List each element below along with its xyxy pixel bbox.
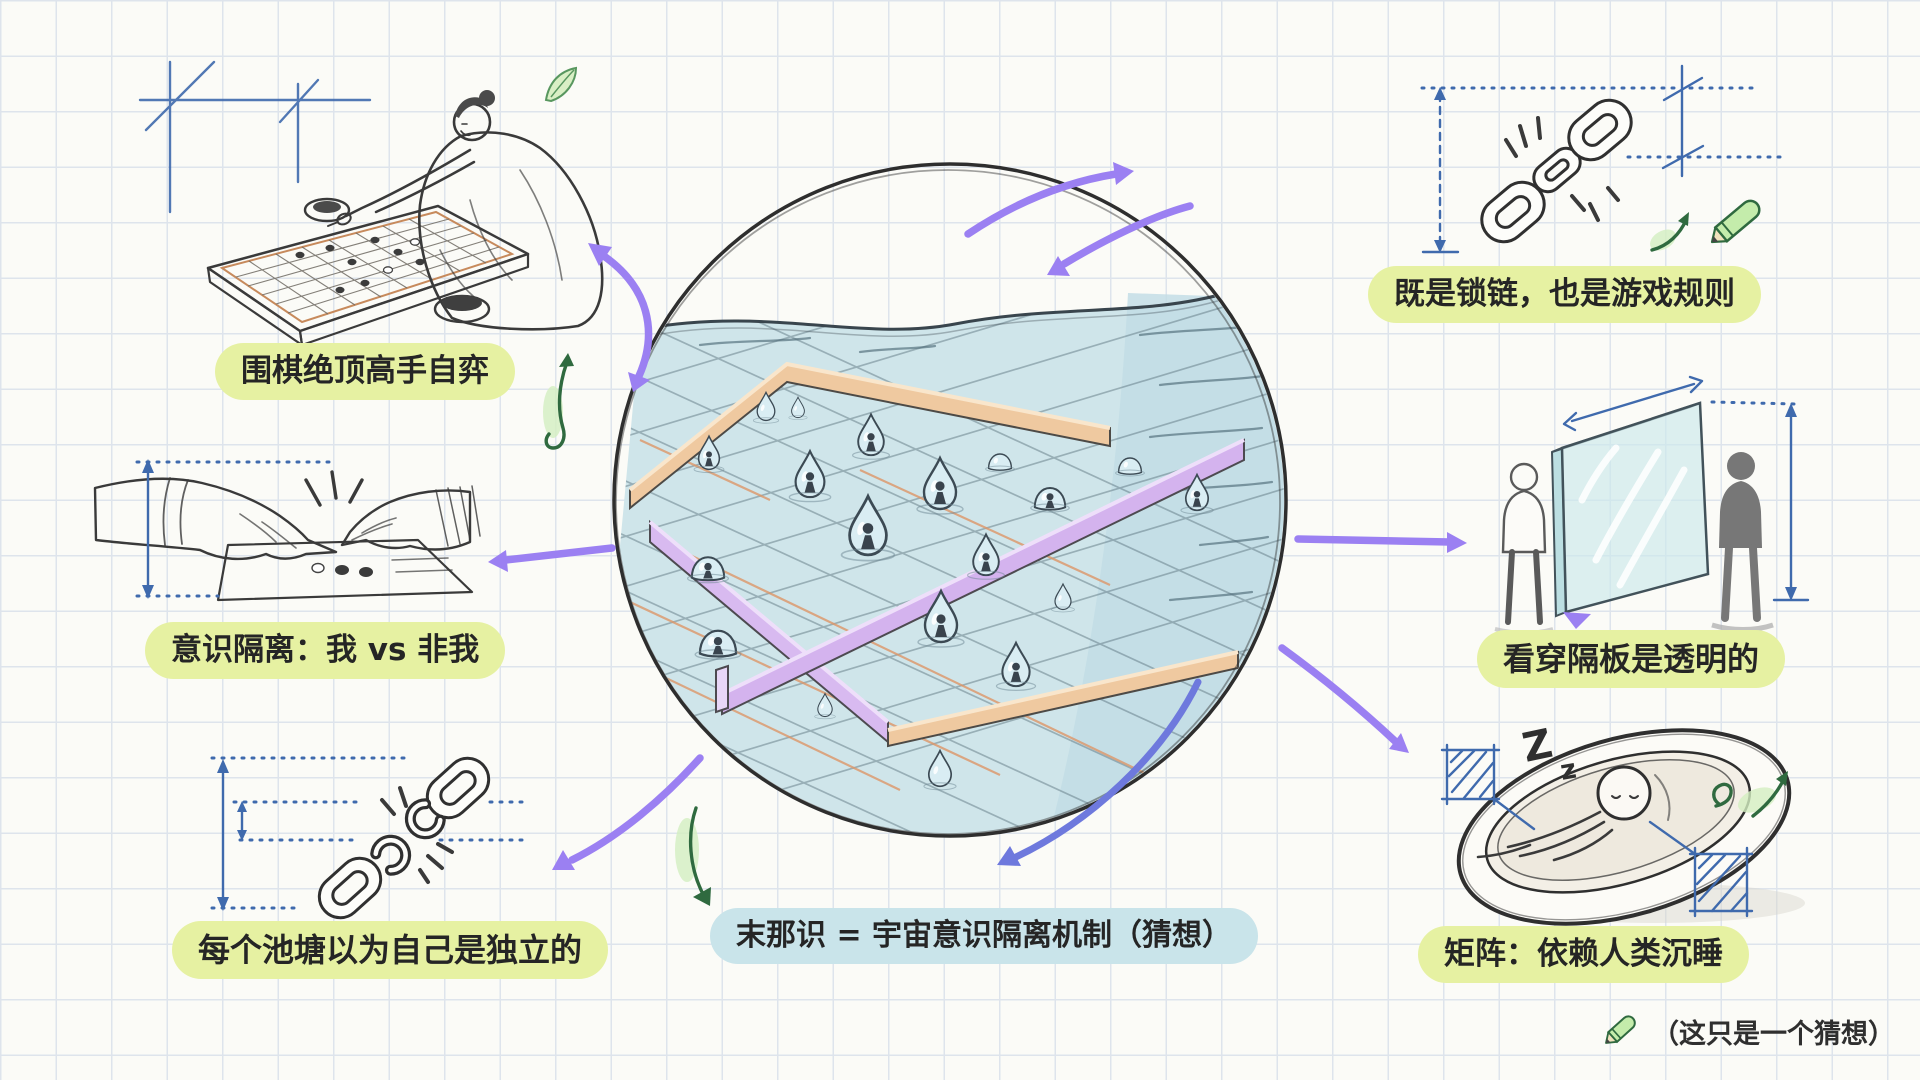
leaf-icon xyxy=(544,66,578,103)
purple-arrow-top-right-return xyxy=(1060,202,1194,268)
spark-lines xyxy=(304,470,364,507)
person-right-head xyxy=(1727,452,1755,480)
go-stones xyxy=(295,236,425,294)
purple-arrow-bottom-left xyxy=(568,754,704,864)
purple-arrow-bottom-right xyxy=(1278,644,1400,746)
dimension-lines-glass xyxy=(1562,375,1810,602)
arm xyxy=(344,148,476,218)
broken-chain-sketch xyxy=(317,756,491,920)
person-left-head xyxy=(1509,462,1539,492)
dimension-lines-chain xyxy=(1420,64,1784,254)
break-sparks xyxy=(380,786,454,884)
dimension-lines-hands xyxy=(135,459,336,599)
blueprint-marks-top-left xyxy=(138,60,372,214)
purple-arrow-mid-right xyxy=(1294,535,1454,546)
waterline xyxy=(641,290,1231,331)
arrows xyxy=(488,162,1467,870)
green-curl-arrow-top-left xyxy=(544,360,569,450)
green-arrow-to-center-label xyxy=(688,806,706,898)
footnote: （这只是一个猜想） xyxy=(1600,1012,1895,1051)
sleeper-head xyxy=(1596,765,1652,821)
label-glass-transparent: 看穿隔板是透明的 xyxy=(1477,630,1786,688)
left-hand xyxy=(93,477,338,561)
broken-link-end xyxy=(370,834,412,876)
chain-sparks xyxy=(1504,116,1620,222)
footnote-text: （这只是一个猜想） xyxy=(1652,1019,1895,1050)
sleep-z-small: z xyxy=(1558,754,1579,787)
pond-circle xyxy=(612,162,1288,838)
hands-sketch xyxy=(93,470,481,602)
broken-link-end xyxy=(404,798,446,840)
label-isolation: 意识隔离：我 vs 非我 xyxy=(145,622,506,679)
person-left-body xyxy=(1501,489,1547,554)
glass-panel-sketch xyxy=(1494,401,1774,635)
sleep-pod-sketch: Z z xyxy=(1456,721,1805,926)
sleeper-body xyxy=(1476,810,1614,862)
right-hand xyxy=(340,489,472,551)
label-chain-rules: 既是锁链，也是游戏规则 xyxy=(1368,266,1761,323)
purple-arrow-mid-left xyxy=(502,544,616,564)
label-pond-independent: 每个池塘以为自己是独立的 xyxy=(172,921,609,979)
arrow-down-marker xyxy=(1563,612,1591,629)
hair-bun xyxy=(479,90,495,106)
go-board-grid xyxy=(235,218,500,315)
pond-circle-outline xyxy=(612,162,1288,838)
pencil-icon xyxy=(1710,199,1761,244)
closed-eyes xyxy=(1611,795,1639,799)
label-go-master: 围棋绝顶高手自弈 xyxy=(215,343,515,400)
dimension-lines-broken-chain xyxy=(210,756,526,911)
purple-arrow-top-left xyxy=(597,250,653,380)
pencil-icon xyxy=(1605,1014,1636,1044)
robe xyxy=(418,131,604,331)
indigo-arrow-bottom xyxy=(1010,678,1202,862)
label-center-hypothesis: 末那识 = 宇宙意识隔离机制（猜想） xyxy=(710,908,1259,964)
sleep-z-large: Z xyxy=(1519,721,1557,772)
green-doodles xyxy=(543,353,711,906)
glass-pane xyxy=(1560,401,1710,614)
divider-walls xyxy=(628,361,1245,748)
purple-arrow-top-right xyxy=(964,170,1120,238)
green-doodles-pod xyxy=(1712,771,1788,818)
chain-sketch xyxy=(1480,98,1633,244)
person-right-body xyxy=(1719,481,1762,548)
hatched-squares xyxy=(1440,743,1754,918)
go-player-sketch xyxy=(206,66,604,347)
green-doodles-top-right xyxy=(1650,199,1761,252)
go-bowl xyxy=(303,197,351,223)
label-matrix-sleep: 矩阵：依赖人类沉睡 xyxy=(1418,926,1749,983)
small-board xyxy=(216,538,474,602)
